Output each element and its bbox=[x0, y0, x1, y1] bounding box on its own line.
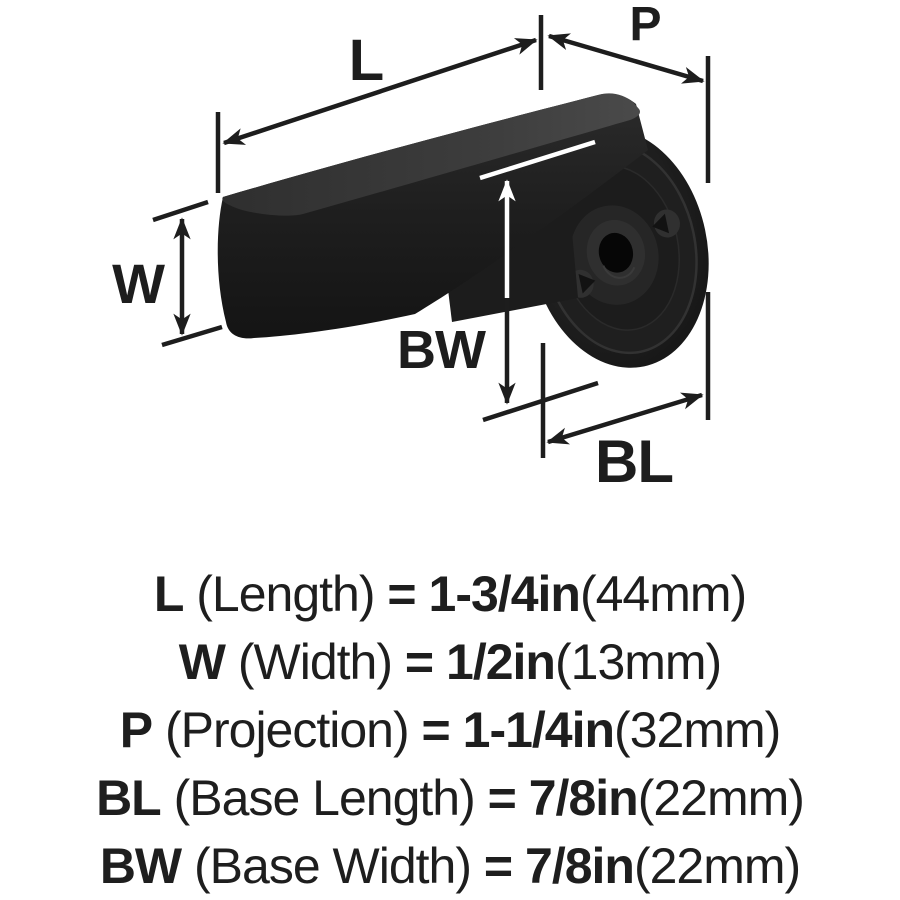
right-lug bbox=[653, 209, 680, 238]
spec-line-base-width: BW (Base Width) = 7/8in(22mm) bbox=[0, 832, 900, 900]
handle-front-face bbox=[217, 93, 648, 339]
bl-dimension-arrow bbox=[546, 392, 704, 445]
spec-name: (Projection) bbox=[164, 702, 410, 758]
spec-metric: (32mm) bbox=[614, 702, 781, 758]
spec-symbol: BL bbox=[96, 770, 162, 826]
spec-line-width: W (Width) = 1/2in(13mm) bbox=[0, 628, 900, 696]
spec-metric: (44mm) bbox=[579, 566, 747, 622]
spec-name: (Base Length) bbox=[173, 770, 476, 826]
spec-metric: (13mm) bbox=[554, 634, 722, 690]
spec-equals: = bbox=[387, 566, 416, 622]
spec-symbol: W bbox=[178, 634, 226, 690]
l-dimension-arrow bbox=[222, 37, 538, 146]
spec-metric: (22mm) bbox=[633, 838, 801, 894]
spec-equals: = bbox=[404, 634, 434, 690]
w-tick-top bbox=[152, 199, 209, 223]
dimension-label-width: W bbox=[112, 252, 165, 315]
spec-name: (Length) bbox=[196, 566, 375, 622]
dimension-label-base-length: BL bbox=[595, 428, 673, 495]
left-lug-cone bbox=[578, 273, 596, 294]
spec-symbol: L bbox=[153, 566, 185, 622]
spec-imperial: 1/2in bbox=[446, 634, 556, 690]
spec-line-projection: P (Projection) = 1-1/4in(32mm) bbox=[0, 696, 900, 764]
spec-name: (Base Width) bbox=[194, 838, 472, 894]
spec-equals: = bbox=[487, 770, 517, 826]
spec-equals: = bbox=[483, 838, 513, 894]
bw-tick-top-white bbox=[479, 139, 596, 181]
spec-imperial: 7/8in bbox=[528, 770, 639, 826]
w-tick-bottom bbox=[161, 324, 223, 348]
screw-hole-highlight bbox=[602, 265, 636, 279]
knob-dimension-drawing: L P W BW BL bbox=[112, 0, 711, 495]
dimension-label-length: L bbox=[349, 28, 383, 93]
spec-line-length: L (Length) = 1-3/4in(44mm) bbox=[0, 560, 900, 628]
dimension-label-base-width: BW bbox=[397, 320, 486, 380]
spec-symbol: BW bbox=[99, 838, 182, 894]
dimension-lines bbox=[152, 15, 711, 458]
dimension-label-projection: P bbox=[629, 0, 660, 51]
spec-name: (Width) bbox=[237, 634, 393, 690]
right-lug-cone bbox=[652, 213, 670, 234]
spec-line-base-length: BL (Base Length) = 7/8in(22mm) bbox=[0, 764, 900, 832]
dimension-spec-list: L (Length) = 1-3/4in(44mm) W (Width) = 1… bbox=[0, 530, 900, 900]
bw-white-overlay bbox=[479, 139, 596, 298]
spec-metric: (22mm) bbox=[637, 770, 805, 826]
spec-imperial: 7/8in bbox=[525, 838, 635, 894]
spec-equals: = bbox=[421, 702, 451, 758]
p-dimension-arrow bbox=[547, 33, 705, 84]
spec-imperial: 1-3/4in bbox=[428, 566, 581, 622]
screw-hole bbox=[598, 232, 634, 273]
spec-symbol: P bbox=[119, 702, 153, 758]
bw-tick-bottom bbox=[482, 380, 599, 423]
spec-imperial: 1-1/4in bbox=[462, 702, 615, 758]
